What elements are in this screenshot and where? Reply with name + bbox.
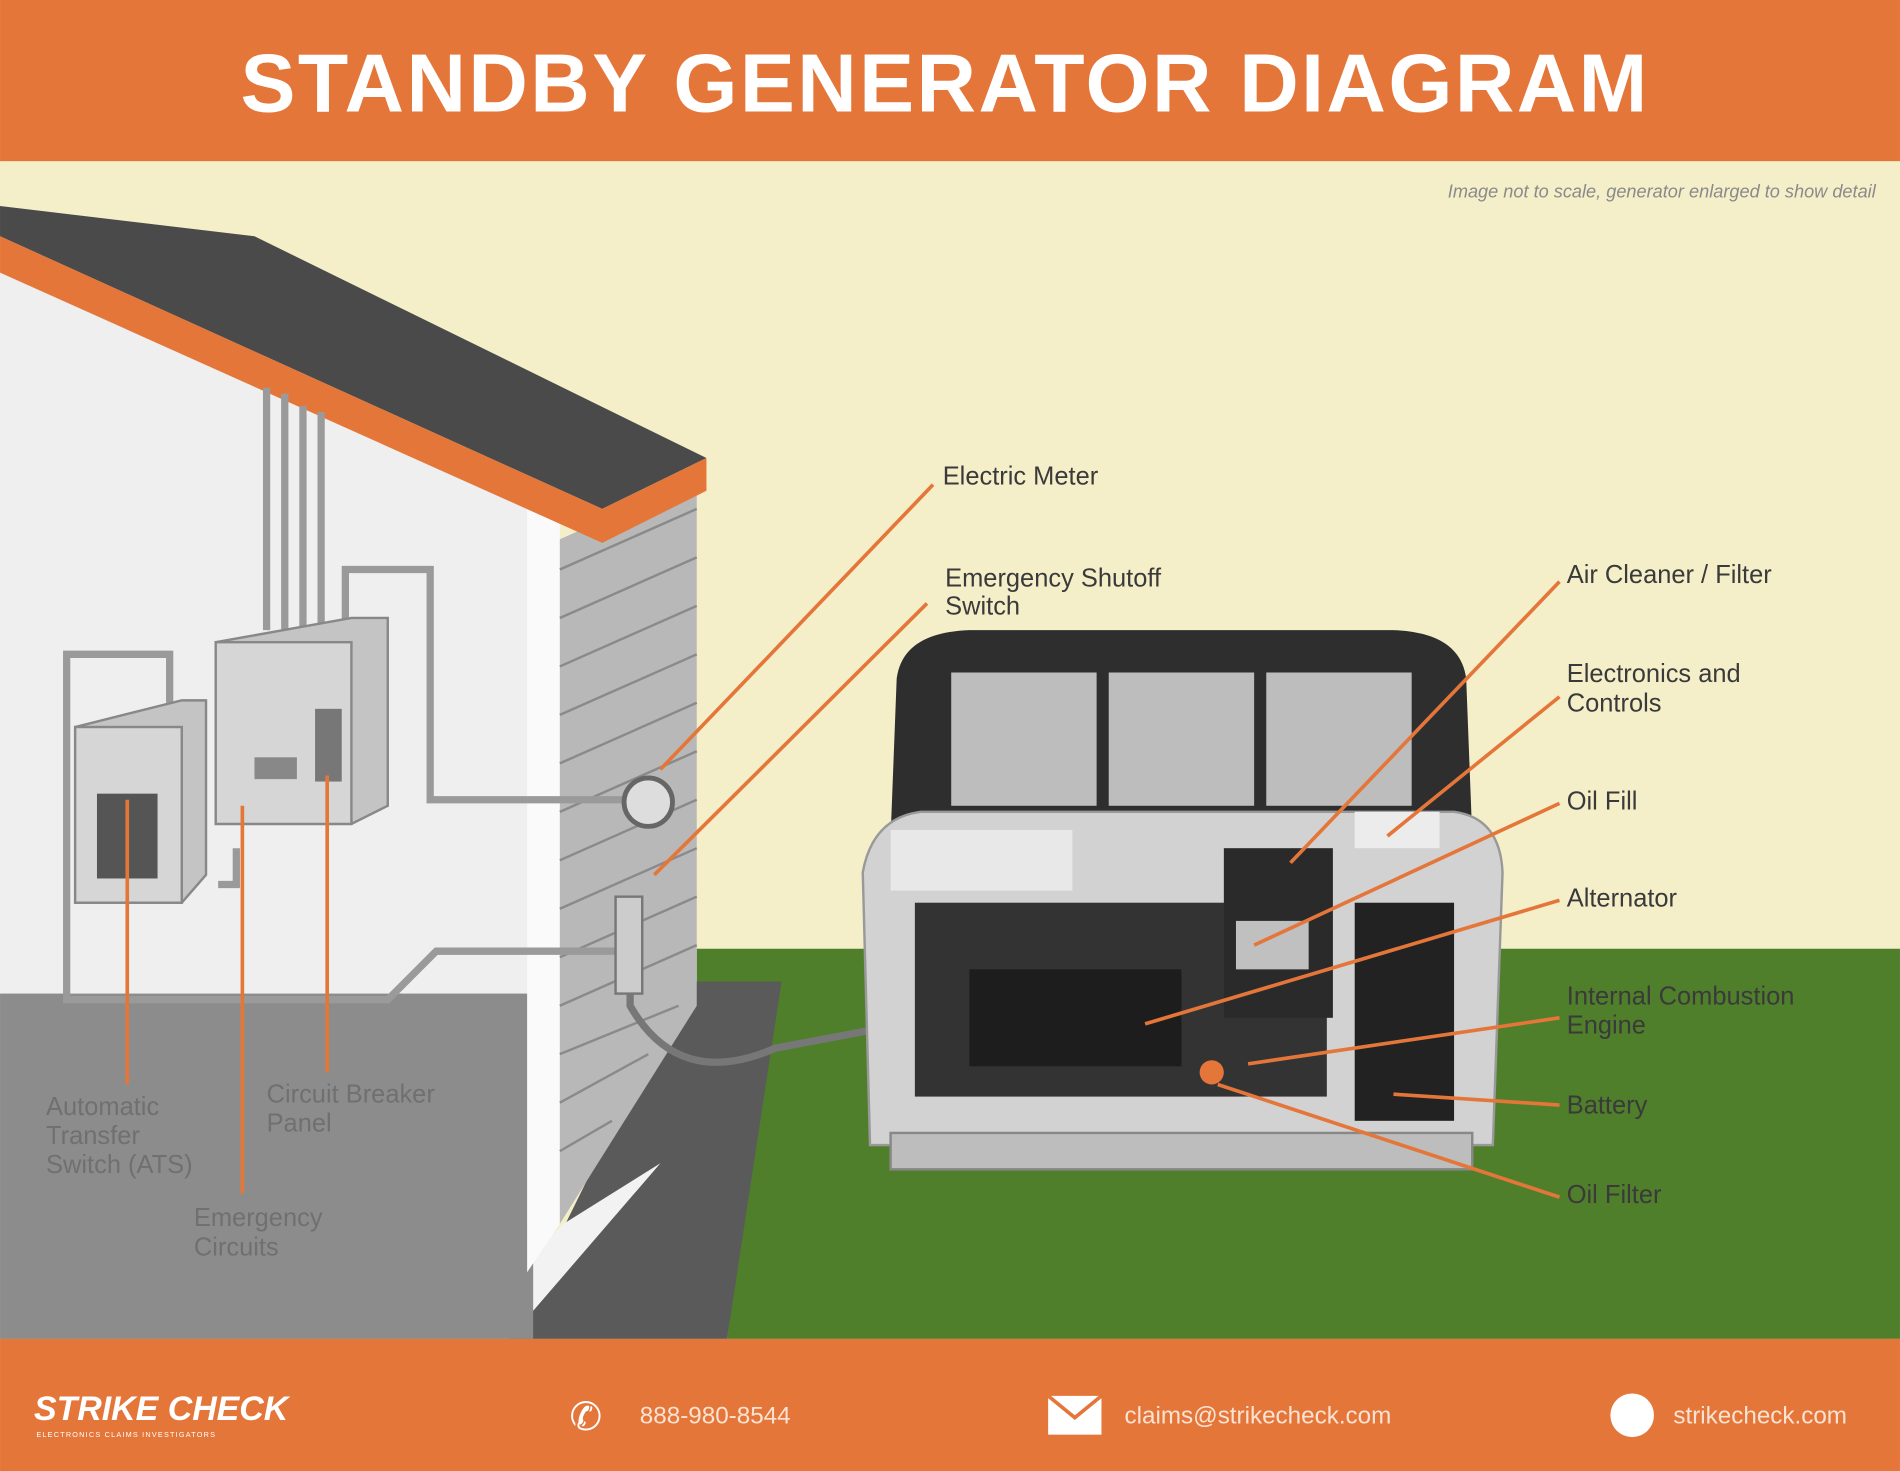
label-ats-2: Transfer (46, 1122, 140, 1150)
label-air-cleaner: Air Cleaner / Filter (1567, 561, 1772, 589)
label-breaker-panel-2: Panel (267, 1110, 332, 1138)
label-emergency-shutoff-2: Switch (945, 592, 1020, 620)
house-siding (559, 478, 698, 1224)
label-emergency-circuits-2: Circuits (194, 1233, 279, 1261)
label-oil-fill: Oil Fill (1567, 787, 1638, 815)
phone-number[interactable]: 888-980-8544 (640, 1403, 791, 1430)
strikecheck-logo: STRIKE CHECK (34, 1390, 291, 1428)
automatic-transfer-switch (73, 699, 208, 904)
email-link[interactable]: claims@strikecheck.com (1124, 1403, 1391, 1430)
wiring (63, 387, 874, 1066)
label-emergency-shutoff: Emergency Shutoff (945, 564, 1162, 592)
header-bar (0, 0, 1900, 162)
electric-meter (621, 775, 675, 829)
page-title: STANDBY GENERATOR DIAGRAM (241, 37, 1650, 129)
label-electric-meter: Electric Meter (943, 463, 1099, 491)
leader-lines (125, 483, 1561, 1199)
label-electronics: Electronics and (1567, 660, 1741, 688)
footer-bar (0, 1338, 1900, 1471)
logo-tagline: ELECTRONICS CLAIMS INVESTIGATORS (36, 1430, 216, 1439)
standby-generator (861, 630, 1504, 1171)
label-engine: Internal Combustion (1567, 982, 1795, 1010)
phone-icon: ✆ (570, 1396, 602, 1439)
label-electronics-2: Controls (1567, 689, 1662, 717)
wall-edge (527, 508, 560, 1273)
globe-icon (1610, 1393, 1654, 1438)
garage-floor (0, 993, 534, 1339)
label-ats: Automatic (46, 1093, 159, 1121)
label-emergency-circuits: Emergency (194, 1204, 323, 1232)
label-alternator: Alternator (1567, 884, 1678, 912)
house-roof (0, 205, 707, 543)
email-icon (1046, 1394, 1103, 1435)
scale-note: Image not to scale, generator enlarged t… (1448, 182, 1877, 202)
label-oil-filter: Oil Filter (1567, 1181, 1662, 1209)
website-link[interactable]: strikecheck.com (1673, 1403, 1847, 1430)
emergency-shutoff-switch (614, 895, 644, 995)
label-ats-3: Switch (ATS) (46, 1151, 193, 1179)
circuit-breaker-panel (214, 616, 389, 826)
label-engine-2: Engine (1567, 1012, 1646, 1040)
label-breaker-panel: Circuit Breaker (267, 1081, 436, 1109)
label-battery: Battery (1567, 1092, 1648, 1120)
